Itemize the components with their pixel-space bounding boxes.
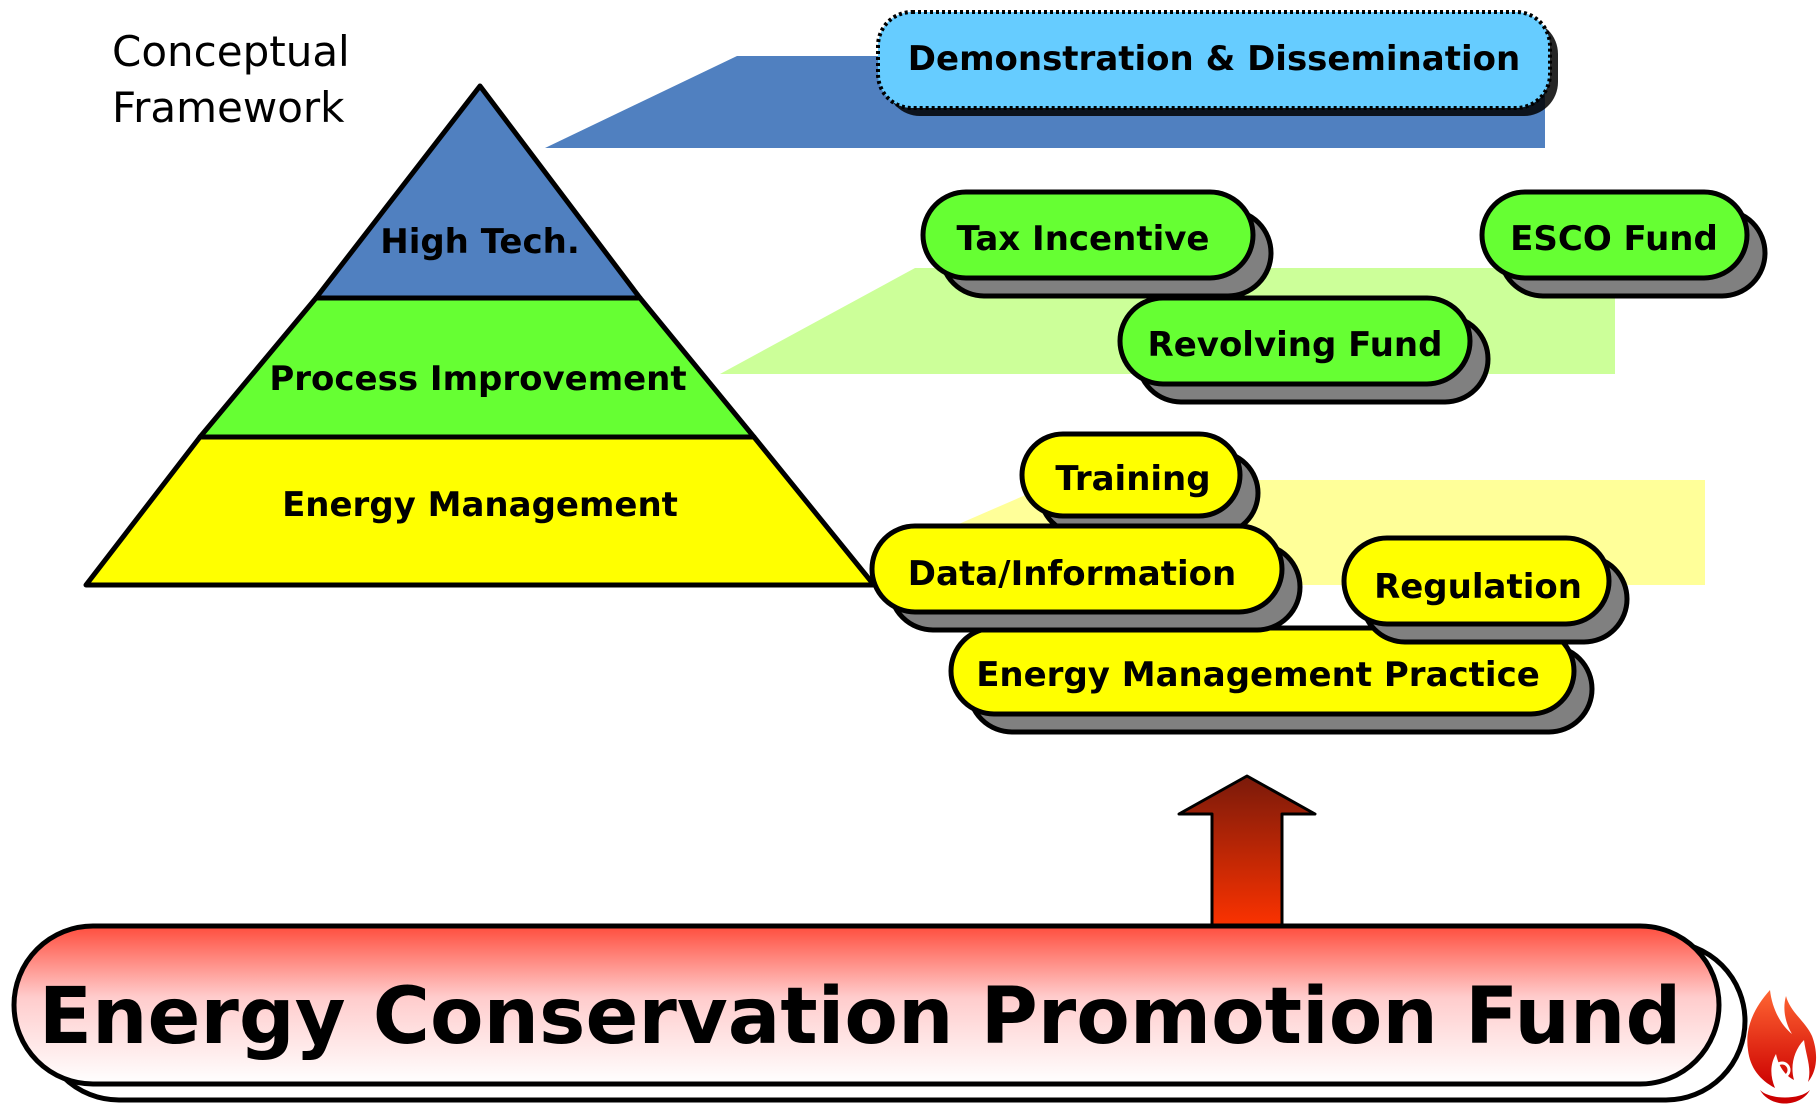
fund-banner-title: Energy Conservation Promotion Fund xyxy=(39,972,1682,1062)
esco-fund-label: ESCO Fund xyxy=(1510,219,1718,259)
pyramid-bottom-label: Energy Management xyxy=(282,485,678,525)
pyramid-top-label: High Tech. xyxy=(380,222,580,262)
up-arrow-icon xyxy=(1177,774,1317,932)
tax-incentive-box: Tax Incentive xyxy=(920,189,1274,299)
regulation-label: Regulation xyxy=(1374,567,1582,607)
regulation-box: Regulation xyxy=(1341,535,1630,645)
pyramid-middle-label: Process Improvement xyxy=(269,359,686,399)
data-information-box: Data/Information xyxy=(869,523,1303,633)
esco-fund-box: ESCO Fund xyxy=(1479,189,1768,299)
revolving-fund-box: Revolving Fund xyxy=(1117,295,1491,405)
energy-conservation-promotion-fund-banner: Energy Conservation Promotion Fund xyxy=(11,923,1748,1103)
framework-title-line1: Conceptual xyxy=(112,27,350,76)
demonstration-dissemination-label: Demonstration & Dissemination xyxy=(908,39,1520,79)
training-label: Training xyxy=(1055,459,1210,499)
pyramid-tier-top xyxy=(313,83,643,301)
flame-logo-icon xyxy=(1747,990,1817,1104)
demonstration-dissemination-box: Demonstration & Dissemination xyxy=(876,10,1558,116)
energy-management-practice-label: Energy Management Practice xyxy=(976,655,1540,695)
revolving-fund-label: Revolving Fund xyxy=(1148,325,1443,365)
framework-title-line2: Framework xyxy=(112,83,345,132)
pyramid: High Tech. Process Improvement Energy Ma… xyxy=(83,83,877,588)
tax-incentive-label: Tax Incentive xyxy=(957,219,1210,259)
data-information-label: Data/Information xyxy=(908,554,1236,594)
energy-management-practice-box: Energy Management Practice xyxy=(948,625,1595,735)
training-box: Training xyxy=(1019,431,1261,537)
